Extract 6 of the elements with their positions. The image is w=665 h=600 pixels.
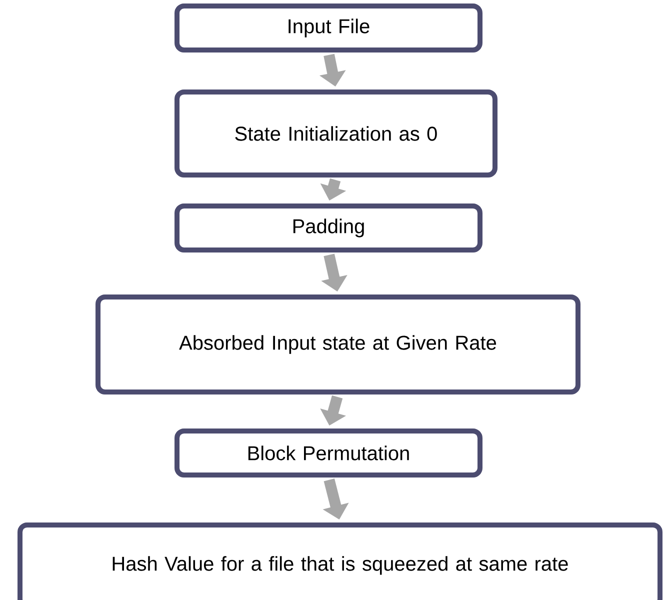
process-box: Input File [174, 4, 482, 52]
process-box: Block Permutation [174, 428, 482, 478]
process-box: Hash Value for a file that is squeezed at same rate [18, 522, 662, 600]
process-box: Absorbed Input state at Given Rate [96, 294, 580, 394]
process-box: Padding [174, 204, 482, 252]
process-box: State Initialization as 0 [174, 90, 498, 178]
